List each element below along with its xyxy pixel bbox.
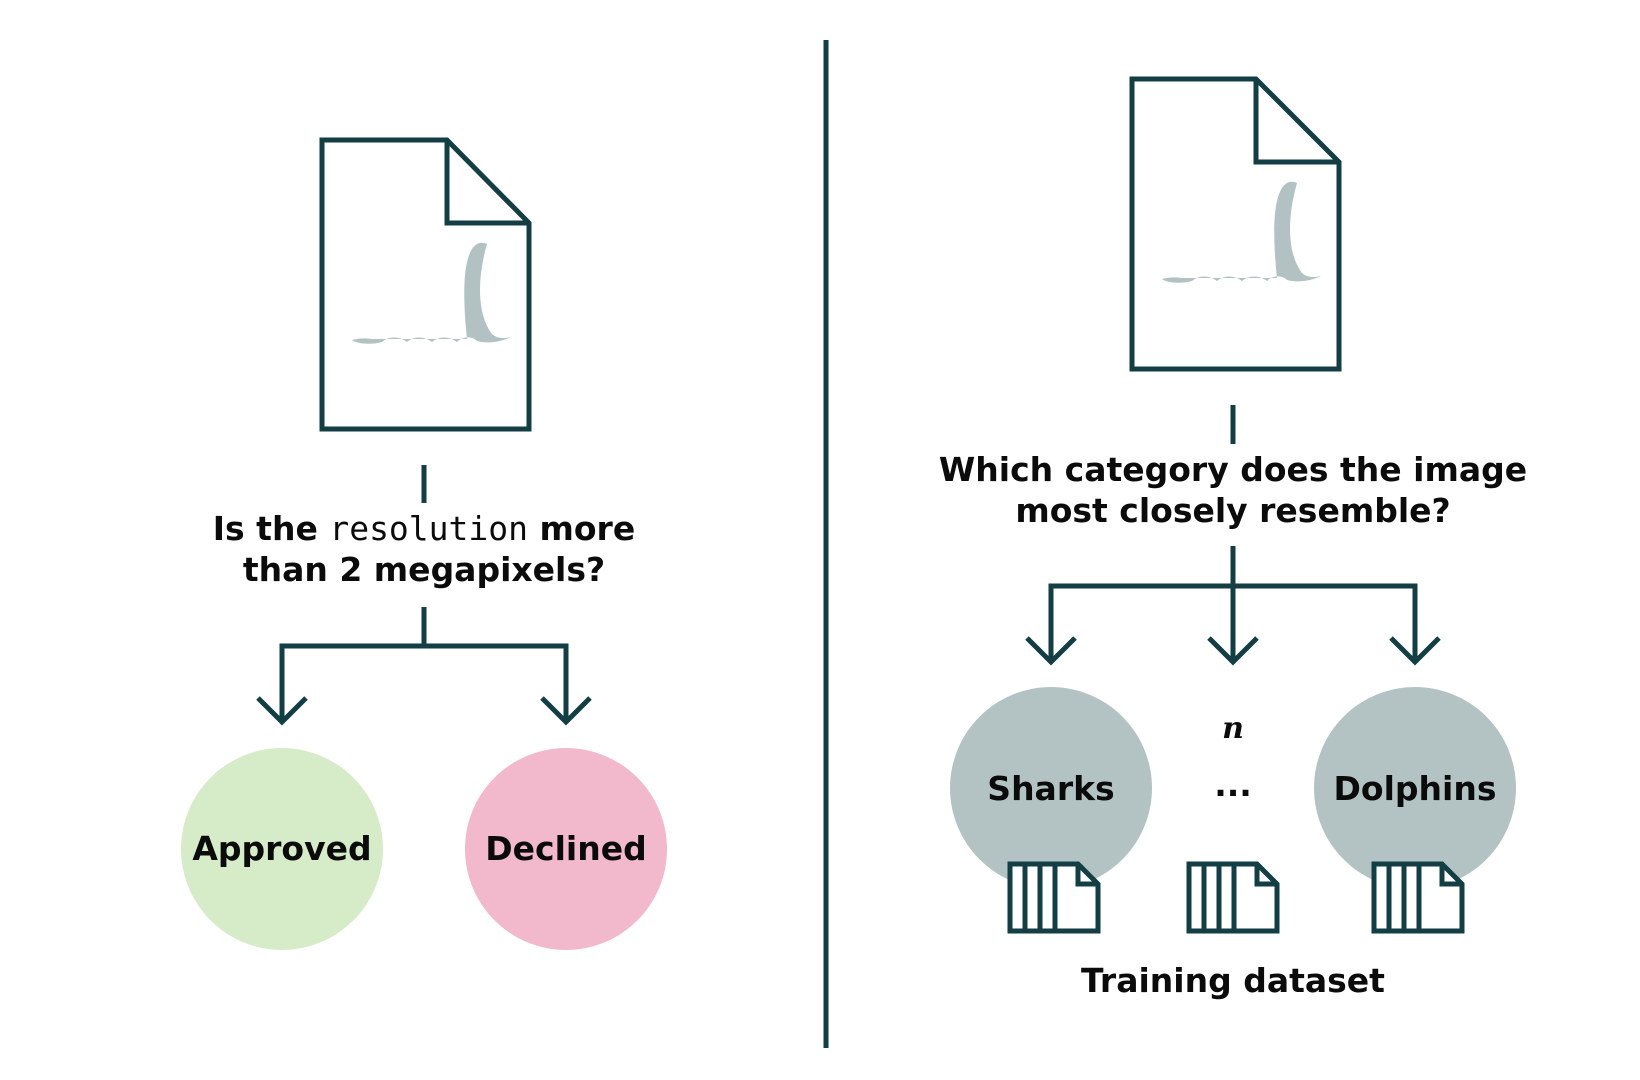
dolphins-node	[1314, 687, 1516, 889]
dolphins-label: Dolphins	[1333, 769, 1497, 808]
left-question-line2: than 2 megapixels?	[242, 550, 606, 590]
document-icon-left	[319, 137, 532, 432]
branch-arrows-right	[1025, 546, 1441, 666]
table-document-icon	[1186, 861, 1280, 934]
shark-fin-icon	[1162, 181, 1322, 283]
arrow-head-declined	[540, 696, 592, 726]
arrow-head-middle	[1207, 636, 1259, 666]
table-document-icon	[1007, 861, 1101, 934]
left-question: Is the resolution more than 2 megapixels…	[174, 508, 674, 591]
category-count-n: n	[1222, 711, 1244, 746]
left-question-line1: Is the resolution more	[212, 509, 636, 548]
shark-fin-icon	[352, 242, 512, 344]
right-question-line2: most closely resemble?	[1015, 491, 1451, 531]
branch-arrows-left	[256, 607, 592, 726]
arrow-head-approved	[256, 696, 308, 726]
sharks-node	[950, 687, 1152, 889]
training-dataset-label: Training dataset	[1081, 961, 1385, 1000]
approved-node	[181, 748, 383, 950]
declined-label: Declined	[485, 829, 647, 868]
declined-node	[465, 748, 667, 950]
document-icon-right	[1129, 76, 1342, 372]
arrow-head-sharks	[1025, 636, 1077, 666]
table-document-icon	[1371, 861, 1465, 934]
resolution-code: resolution	[329, 509, 529, 548]
category-ellipsis: ...	[1214, 765, 1252, 804]
right-question-line1: Which category does the image	[938, 450, 1528, 489]
right-question: Which category does the image most close…	[933, 449, 1533, 532]
sharks-label: Sharks	[987, 769, 1115, 808]
approved-label: Approved	[192, 829, 372, 868]
arrow-head-dolphins	[1389, 636, 1441, 666]
